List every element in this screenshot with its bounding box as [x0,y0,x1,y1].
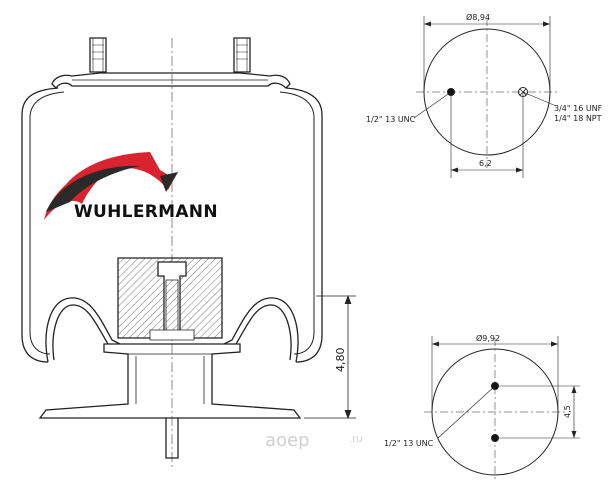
height-label: 4,80 [334,348,347,373]
top-spacing-label: 6,2 [479,159,492,168]
bottom-spacing-label: 4,5 [563,405,572,418]
bottom-stud-label: 1/2" 13 UNC [384,439,434,448]
top-port-label-2: 1/4" 18 NPT [554,114,602,123]
top-diameter-label: Ø8,94 [466,12,490,22]
top-left-stud-label: 1/2" 13 UNC [366,115,416,124]
bottom-plate-view [424,336,580,480]
top-port-label-1: 3/4" 16 UNF [554,104,603,113]
mounting-studs [89,37,251,73]
brand-logo: WUHLERMANN [44,152,218,222]
top-plate-view [413,16,558,178]
piston [38,343,302,419]
side-view [21,37,323,470]
height-dimension [304,294,356,420]
top-plate [51,72,291,90]
bottom-diameter-label: Ø9,92 [476,333,500,343]
watermark-suffix: .ru [349,434,363,445]
watermark: aoep .ru [265,430,363,451]
rolling-lobe [45,297,121,363]
bellow-outer [21,87,59,363]
brand-name: WUHLERMANN [74,202,218,222]
bottom-stud [165,418,179,459]
watermark-main: aoep [265,430,310,451]
